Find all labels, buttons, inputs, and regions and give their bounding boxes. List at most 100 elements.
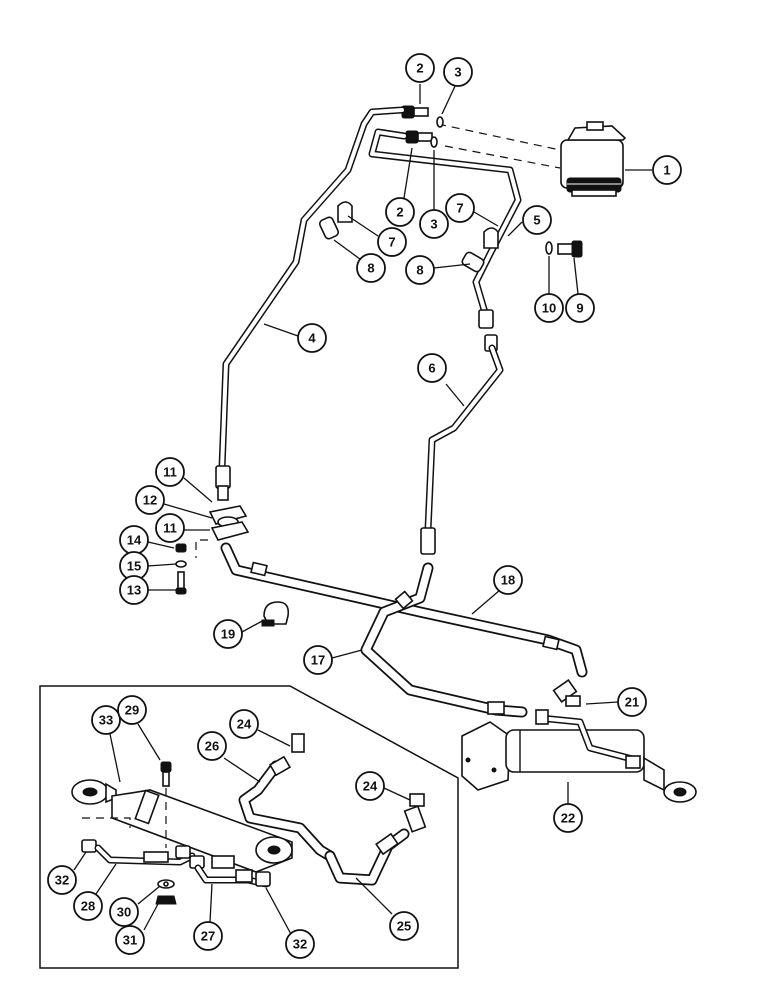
- callout-24: 24: [355, 771, 385, 801]
- callout-label: 28: [81, 899, 95, 914]
- callout-15: 15: [119, 551, 149, 581]
- dashed-guide: [444, 145, 561, 169]
- leader-lines: [73, 83, 652, 937]
- callout-label: 6: [428, 361, 435, 376]
- callout-label: 30: [117, 905, 131, 920]
- callout-26: 26: [197, 731, 227, 761]
- cylinder-22: [461, 709, 697, 803]
- callout-4: 4: [297, 323, 327, 353]
- callout-14: 14: [119, 525, 149, 555]
- cylinder-33: [71, 779, 293, 873]
- callout-label: 21: [625, 695, 639, 710]
- callout-7: 7: [377, 227, 407, 257]
- hose-26: [238, 733, 336, 862]
- callout-8: 8: [405, 255, 435, 285]
- callout-10: 10: [534, 293, 564, 323]
- callout-22: 22: [553, 803, 583, 833]
- callout-2: 2: [385, 197, 415, 227]
- callout-label: 3: [454, 65, 461, 80]
- callout-33: 33: [91, 705, 121, 735]
- callout-label: 8: [416, 263, 423, 278]
- callout-label: 8: [367, 261, 374, 276]
- callout-label: 3: [430, 217, 437, 232]
- callout-12: 12: [135, 485, 165, 515]
- callout-30: 30: [109, 897, 139, 927]
- callout-label: 12: [143, 493, 157, 508]
- tube-4: [215, 106, 406, 501]
- hose-18: [220, 542, 588, 678]
- callout-label: 29: [125, 703, 139, 718]
- callout-2: 2: [405, 53, 435, 83]
- callout-label: 5: [533, 213, 540, 228]
- callout-label: 24: [237, 717, 252, 732]
- callout-7: 7: [445, 193, 475, 223]
- callout-label: 7: [456, 201, 463, 216]
- callout-label: 26: [205, 739, 219, 754]
- bolt-29: [160, 761, 172, 787]
- callout-label: 4: [308, 331, 316, 346]
- callout-label: 17: [311, 653, 325, 668]
- callout-label: 15: [127, 559, 141, 574]
- callout-label: 24: [363, 779, 378, 794]
- callout-label: 2: [416, 61, 423, 76]
- inset-frame: [39, 685, 459, 969]
- callout-31: 31: [115, 925, 145, 955]
- elbow-21: [552, 678, 581, 707]
- dashed-guide: [195, 539, 208, 558]
- fittings-top: [401, 105, 444, 148]
- callout-19: 19: [213, 619, 243, 649]
- callout-29: 29: [117, 695, 147, 725]
- callout-label: 25: [397, 919, 411, 934]
- callout-label: 19: [221, 627, 235, 642]
- clamp-left: [318, 201, 353, 240]
- washer-nut: [155, 879, 177, 905]
- callout-18: 18: [493, 565, 523, 595]
- bolt-washer: [545, 240, 583, 258]
- tube-5: [368, 128, 522, 329]
- hose-17: [360, 562, 528, 718]
- callout-label: 22: [561, 811, 575, 826]
- tube-28: [81, 839, 196, 866]
- steering-motor: [560, 121, 627, 197]
- callout-label: 18: [501, 573, 515, 588]
- callout-6: 6: [417, 353, 447, 383]
- clamp-19: [261, 601, 290, 627]
- callout-label: 14: [127, 533, 142, 548]
- callout-3: 3: [443, 57, 473, 87]
- clamp-right: [461, 227, 499, 273]
- callout-8: 8: [356, 253, 386, 283]
- callout-label: 32: [55, 873, 69, 888]
- callout-5: 5: [522, 205, 552, 235]
- bolt-stack: [175, 543, 187, 595]
- callout-label: 1: [663, 163, 670, 178]
- callout-label: 33: [99, 713, 113, 728]
- callout-13: 13: [119, 575, 149, 605]
- callout-1: 1: [652, 155, 682, 185]
- callout-label: 27: [201, 929, 215, 944]
- dashed-guide: [437, 123, 561, 151]
- callout-28: 28: [73, 891, 103, 921]
- callout-label: 10: [542, 301, 556, 316]
- callout-11: 11: [155, 457, 185, 487]
- callout-9: 9: [565, 293, 595, 323]
- callout-label: 7: [388, 235, 395, 250]
- callout-21: 21: [617, 687, 647, 717]
- callout-17: 17: [303, 645, 333, 675]
- callout-label: 31: [123, 933, 137, 948]
- callout-27: 27: [193, 921, 223, 951]
- callout-11: 11: [155, 513, 185, 543]
- callout-3: 3: [419, 209, 449, 239]
- dashed-guide: [82, 817, 131, 828]
- callout-label: 11: [163, 465, 177, 480]
- callout-25: 25: [389, 911, 419, 941]
- tube-6: [420, 334, 504, 555]
- callout-label: 13: [127, 583, 141, 598]
- flange-assembly: [208, 505, 250, 541]
- callout-32: 32: [47, 865, 77, 895]
- callout-24: 24: [229, 709, 259, 739]
- callout-32: 32: [285, 929, 315, 959]
- callout-label: 2: [396, 205, 403, 220]
- callout-label: 9: [576, 301, 583, 316]
- callout-label: 11: [163, 521, 177, 536]
